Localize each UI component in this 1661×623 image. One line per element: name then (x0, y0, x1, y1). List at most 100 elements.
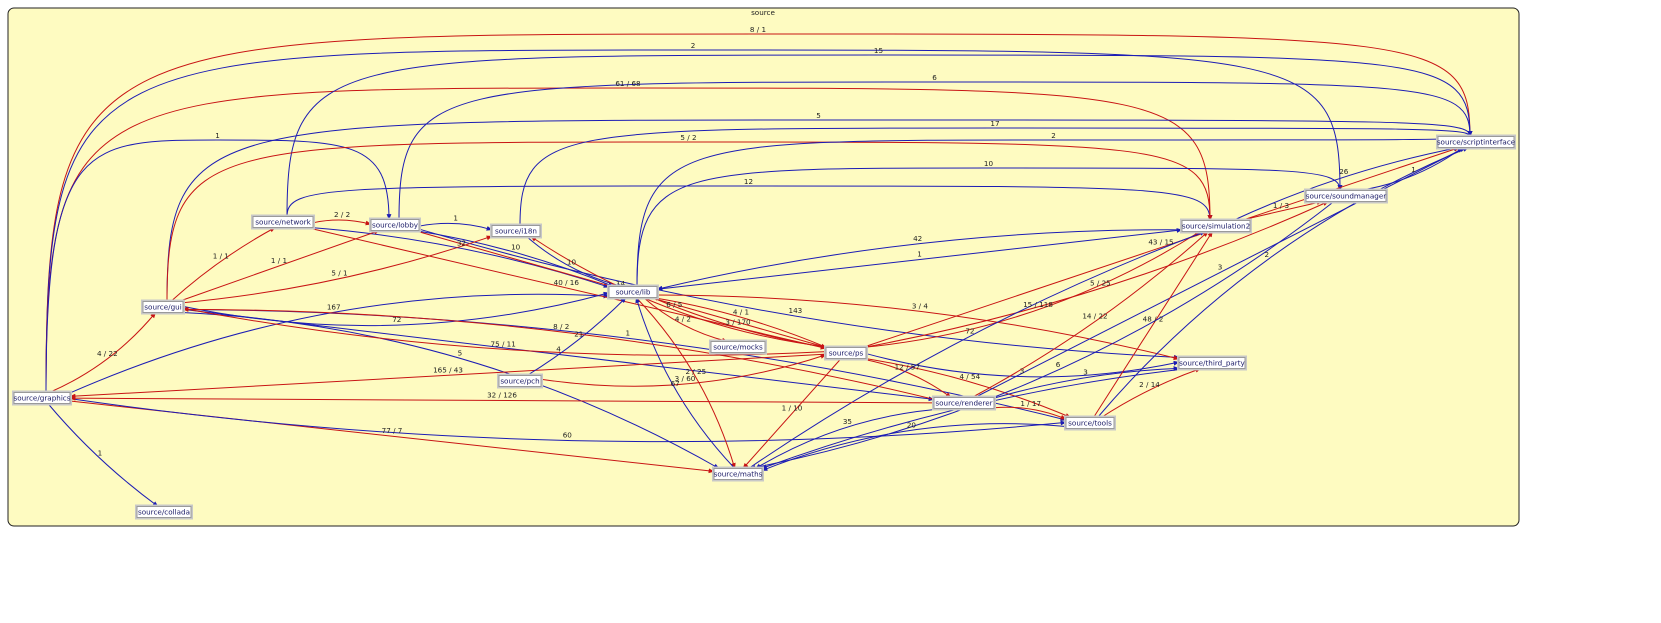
edge-graphics-to-gui (49, 312, 157, 393)
node-label: source/third_party (1179, 359, 1245, 368)
edge-label-lobby-to-third_party: 143 (789, 306, 803, 315)
edge-graphics-to-collada (47, 403, 159, 507)
edge-label-lib-to-scriptinterface: 2 (1051, 131, 1056, 140)
node-label: source/lib (616, 288, 651, 297)
edge-soundmanager-to-maths (749, 201, 1335, 470)
node-label: source/renderer (935, 399, 992, 408)
edge-label-ps-to-lib: 4 / 1 (733, 307, 749, 316)
edge-renderer-to-tools (993, 406, 1067, 420)
edge-gui-to-scriptinterface (166, 119, 1473, 302)
edge-renderer-to-scriptinterface (974, 147, 1466, 398)
node-lobby[interactable]: source/lobby (369, 217, 421, 233)
edge-label-tools-to-third_party: 2 / 14 (1139, 380, 1160, 389)
edge-tools-to-third_party (1100, 368, 1202, 418)
node-label: source/collada (138, 508, 190, 517)
edge-label-pch-to-lib: 21 (574, 330, 583, 339)
edge-label-lib-to-ps: 3 / 170 (725, 318, 751, 327)
node-graphics[interactable]: source/graphics (12, 390, 72, 406)
node-box (142, 301, 184, 313)
node-label: source/tools (1068, 419, 1112, 428)
edge-label-pch-to-ps: 3 / 60 (675, 374, 696, 383)
node-collada[interactable]: source/collada (135, 504, 193, 520)
edge-renderer-to-graphics (69, 395, 935, 404)
edge-label-lib-to-soundmanager: 10 (984, 159, 994, 168)
edge-lobby-to-third_party (418, 228, 1181, 360)
node-network[interactable]: source/network (251, 214, 315, 230)
edge-label-ps-to-renderer: 12 / 57 (895, 363, 920, 372)
node-label: source/i18n (495, 227, 537, 236)
edge-label-renderer-to-scriptinterface: 3 (1218, 263, 1223, 272)
edge-label-i18n-to-scriptinterface: 17 (990, 119, 999, 128)
edge-renderer-to-simulation2 (971, 231, 1209, 398)
node-box (1437, 136, 1515, 148)
node-label: source/gui (144, 303, 181, 312)
edge-label-gui-to-scriptinterface: 5 (816, 111, 821, 120)
edge-label-gui-to-lib: 72 (392, 315, 401, 324)
edge-renderer-to-third_party (993, 366, 1180, 399)
node-label: source/mocks (713, 343, 763, 352)
node-box (608, 286, 658, 298)
edge-renderer-to-maths (754, 408, 947, 469)
edge-network-to-lobby (312, 219, 372, 226)
edge-label-renderer-to-third_party: 3 (1083, 368, 1088, 377)
node-box (13, 392, 71, 404)
edge-label-ps-to-gui: 75 / 11 (491, 339, 516, 348)
node-gui[interactable]: source/gui (141, 299, 185, 315)
edge-ps-to-maths (742, 358, 842, 469)
edge-label-renderer-to-tools: 1 / 17 (1020, 399, 1041, 408)
node-renderer[interactable]: source/renderer (932, 395, 996, 411)
edge-lobby-to-scriptinterface (398, 81, 1473, 220)
edge-label-soundmanager-to-scriptinterface: 1 (1411, 165, 1416, 174)
node-label: source/maths (714, 470, 763, 479)
edge-label-gui-to-network: 1 / 1 (213, 251, 229, 260)
edge-pch-to-ps (540, 354, 827, 387)
edge-label-network-to-simulation2: 12 (744, 177, 753, 186)
edge-label-lib-to-mocks: 4 / 2 (675, 315, 691, 324)
edge-label-renderer-to-simulation2: 14 / 22 (1082, 312, 1107, 321)
edge-label-renderer-to-maths: 35 (843, 417, 852, 426)
edge-simulation2-to-scriptinterface (1232, 146, 1460, 221)
edge-graphics-to-lib (69, 293, 610, 394)
node-maths[interactable]: source/maths (712, 466, 764, 482)
node-third-party[interactable]: source/third_party (1177, 355, 1247, 371)
edge-label-graphics-to-maths: 77 / 7 (382, 426, 403, 435)
nodes-layer: source/graphics source/collada source/gui s… (12, 134, 1516, 520)
edge-ps-to-third_party (865, 353, 1180, 378)
edge-label-tools-to-maths: 20 (907, 420, 917, 429)
edge-lib-to-simulation2 (656, 228, 1183, 290)
node-box (136, 506, 192, 518)
edge-label-simulation2-to-lib: 42 (913, 234, 922, 243)
edge-label-gui-to-i18n: 5 / 1 (331, 269, 347, 278)
node-box (491, 225, 541, 237)
edge-label-gui-to-renderer: 4 (556, 344, 561, 353)
edge-label-ps-to-i18n: 6 / 5 (666, 300, 682, 309)
edge-tools-to-scriptinterface (1097, 147, 1469, 418)
node-box (1181, 220, 1251, 232)
edge-label-lib-to-maths: 2 / 25 (685, 367, 706, 376)
node-simulation2[interactable]: source/simulation2 (1180, 218, 1252, 234)
cluster-title: source (751, 8, 775, 17)
edge-ps-to-tools (865, 358, 1072, 418)
node-ps[interactable]: source/ps (824, 345, 868, 361)
edge-ps-to-simulation2 (861, 231, 1201, 348)
edge-ps-to-gui (182, 306, 827, 356)
edge-ps-to-i18n (530, 236, 832, 348)
edge-tools-to-simulation2 (1093, 230, 1213, 418)
node-mocks[interactable]: source/mocks (709, 339, 767, 355)
node-pch[interactable]: source/pch (497, 373, 543, 389)
edge-graphics-to-scriptinterface (45, 33, 1473, 393)
node-i18n[interactable]: source/i18n (490, 223, 542, 239)
edge-label-soundmanager-to-maths: 6 (1056, 360, 1061, 369)
node-tools[interactable]: source/tools (1064, 415, 1116, 431)
edge-ps-to-graphics (69, 353, 827, 399)
edge-lib-to-third_party (656, 294, 1180, 360)
edge-graphics-to-tools (69, 398, 1067, 443)
node-soundmanager[interactable]: source/soundmanager (1304, 188, 1388, 204)
node-scriptinterface[interactable]: source/scriptinterface (1436, 134, 1516, 150)
edge-ps-to-lib (651, 295, 827, 348)
edge-label-lobby-to-lib: 10 (511, 243, 521, 252)
node-lib[interactable]: source/lib (607, 284, 659, 300)
node-box (1305, 190, 1387, 202)
